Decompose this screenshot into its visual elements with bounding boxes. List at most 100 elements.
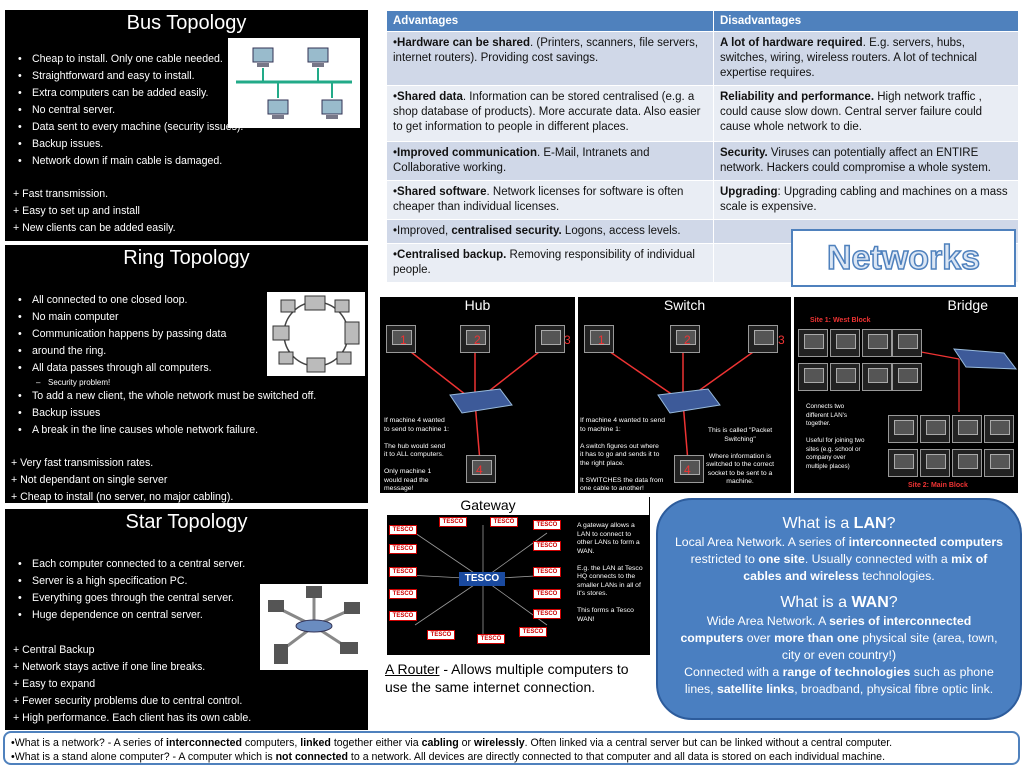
site2-label: Site 2: Main Block xyxy=(908,482,968,489)
standalone-definition: •What is a stand alone computer? - A com… xyxy=(11,751,886,763)
switch-number: 1 xyxy=(598,333,605,347)
switch-number: 4 xyxy=(684,463,691,477)
bus-pros: + Fast transmission. + Easy to set up an… xyxy=(5,186,368,237)
bridge-title: Bridge xyxy=(947,297,988,313)
adv-cell: •Improved communication. E-Mail, Intrane… xyxy=(386,141,714,181)
adv-cell: •Hardware can be shared. (Printers, scan… xyxy=(386,31,714,86)
switch-diagram-panel: Switch 1 2 3 4 If machine 4 wanted to se… xyxy=(578,297,791,493)
gateway-title: Gateway xyxy=(387,497,649,515)
tesco-logo: TESCO xyxy=(533,609,561,619)
ring-item: Backup issues xyxy=(18,405,368,422)
tesco-logo: TESCO xyxy=(389,544,417,554)
adv-cell: •Shared data. Information can be stored … xyxy=(386,85,714,142)
switch-title: Switch xyxy=(663,297,706,313)
ring-pro: + Not dependant on single server xyxy=(11,474,168,486)
bus-item: Backup issues. xyxy=(18,136,368,153)
bus-item: Data sent to every machine (security iss… xyxy=(18,119,368,136)
computer-icon xyxy=(584,325,614,353)
star-pro: + Central Backup xyxy=(13,644,95,656)
ring-item: To add a new client, the whole network m… xyxy=(18,388,368,405)
computer-icon xyxy=(535,325,565,353)
computer-icon xyxy=(892,363,922,391)
star-pros: + Central Backup + Network stays active … xyxy=(5,642,368,727)
star-pro: + Easy to expand xyxy=(13,678,96,690)
bus-topology-panel: Bus Topology Cheap to install. Only one … xyxy=(5,10,368,241)
tesco-logo: TESCO xyxy=(477,634,505,644)
computer-icon xyxy=(830,363,860,391)
ring-list: All connected to one closed loop. No mai… xyxy=(5,292,368,439)
bus-title: Bus Topology xyxy=(126,12,247,34)
computer-icon xyxy=(920,415,950,443)
gateway-diagram-panel: Gateway TESCO TESCO TESCO TESCO TESCO TE… xyxy=(387,497,650,655)
hub-title: Hub xyxy=(464,297,491,313)
computer-icon xyxy=(748,325,778,353)
bus-pro: + Easy to set up and install xyxy=(13,205,140,217)
col-header-advantages: Advantages xyxy=(386,10,714,32)
tesco-logo: TESCO xyxy=(389,567,417,577)
adv-cell: •Improved, centralised security. Logons,… xyxy=(386,219,714,244)
tesco-logo: TESCO xyxy=(389,611,417,621)
bus-item: Cheap to install. Only one cable needed. xyxy=(18,51,368,68)
advantages-table: Advantages Disadvantages •Hardware can b… xyxy=(386,10,1019,283)
router-label: A Router xyxy=(385,661,440,677)
tesco-logo: TESCO xyxy=(519,627,547,637)
bus-pro: + Fast transmission. xyxy=(13,188,109,200)
lan-wan-bubble: What is a LAN? Local Area Network. A ser… xyxy=(656,498,1022,720)
computer-icon xyxy=(862,329,892,357)
computer-icon xyxy=(670,325,700,353)
router-text: A Router - Allows multiple computers to … xyxy=(385,661,629,695)
advantages-table-wrap: Advantages Disadvantages •Hardware can b… xyxy=(386,10,1019,283)
dis-cell: A lot of hardware required. E.g. servers… xyxy=(713,31,1019,86)
computer-icon xyxy=(386,325,416,353)
bus-item: No central server. xyxy=(18,102,368,119)
table-row: •Improved communication. E-Mail, Intrane… xyxy=(386,141,1019,181)
ring-pro: + Cheap to install (no server, no major … xyxy=(11,491,234,503)
computer-icon xyxy=(466,455,496,483)
adv-cell: •Centralised backup. Removing responsibi… xyxy=(386,243,714,283)
ring-item: All connected to one closed loop. xyxy=(18,292,368,309)
tesco-logo: TESCO xyxy=(533,589,561,599)
computer-icon xyxy=(862,363,892,391)
star-list: Each computer connected to a central ser… xyxy=(5,556,368,624)
switch-number: 2 xyxy=(684,333,691,347)
wan-definition: Wide Area Network. A series of interconn… xyxy=(680,614,998,696)
hub-number: 4 xyxy=(476,463,483,477)
tesco-logo: TESCO xyxy=(389,525,417,535)
computer-icon xyxy=(674,455,704,483)
ring-item: Communication happens by passing data xyxy=(18,326,368,343)
lan-definition: Local Area Network. A series of intercon… xyxy=(674,535,1004,583)
table-row: •Hardware can be shared. (Printers, scan… xyxy=(386,31,1019,86)
star-item: Everything goes through the central serv… xyxy=(18,590,368,607)
computer-icon xyxy=(460,325,490,353)
site1-label: Site 1: West Block xyxy=(810,317,871,324)
ring-title: Ring Topology xyxy=(123,247,250,269)
network-definition: •What is a network? - A series of interc… xyxy=(11,737,893,749)
ring-item: All data passes through all computers. xyxy=(18,360,368,377)
ring-pros: + Very fast transmission rates. + Not de… xyxy=(5,455,368,503)
networks-box: Networks xyxy=(791,229,1016,287)
dis-cell: Upgrading: Upgrading cabling and machine… xyxy=(713,180,1019,220)
hub-number: 3 xyxy=(564,333,571,347)
tesco-logo: TESCO xyxy=(490,517,518,527)
computer-icon xyxy=(952,449,982,477)
computer-icon xyxy=(798,363,828,391)
bus-item: Straightforward and easy to install. xyxy=(18,68,368,85)
star-item: Server is a high specification PC. xyxy=(18,573,368,590)
star-pro: + Fewer security problems due to central… xyxy=(13,695,243,707)
ring-item: around the ring. xyxy=(18,343,368,360)
hub-lines xyxy=(401,344,549,463)
tesco-hq-logo: TESCO xyxy=(459,572,505,586)
table-row: •Shared data. Information can be stored … xyxy=(386,85,1019,142)
footer-definitions: •What is a network? - A series of interc… xyxy=(3,731,1020,765)
bus-item: Network down if main cable is damaged. xyxy=(18,153,368,170)
bus-pro: + New clients can be added easily. xyxy=(13,222,176,234)
networks-label: Networks xyxy=(826,238,981,278)
computer-icon xyxy=(830,329,860,357)
tesco-logo: TESCO xyxy=(389,589,417,599)
bus-list: Cheap to install. Only one cable needed.… xyxy=(5,51,368,170)
